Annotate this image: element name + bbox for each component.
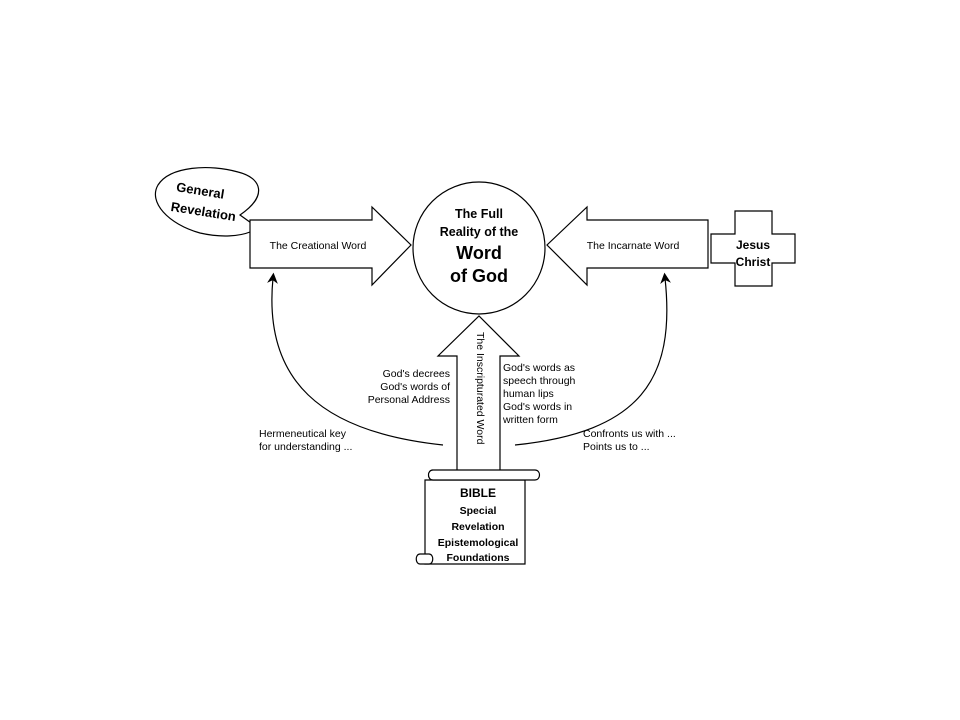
right-notes: God's words as speech through human lips… (502, 362, 576, 426)
jesus-christ-cross: Jesus Christ (710, 210, 796, 287)
right-note-1: God's words as (503, 362, 575, 374)
confronts-line2: Points us to ... (583, 441, 650, 453)
general-revelation-bubble: General Revelation (154, 167, 268, 237)
left-curved-arrow (267, 272, 444, 446)
center-line2: Reality of the (440, 225, 519, 239)
general-revelation-line1: General (175, 179, 225, 201)
incarnate-word-arrow: The Incarnate Word (546, 205, 709, 287)
hermeneutical-line1: Hermeneutical key (259, 428, 347, 440)
confronts-line1: Confronts us with ... (583, 428, 676, 440)
right-note-5: written form (502, 414, 558, 426)
right-note-2: speech through (503, 375, 576, 387)
right-note-4: God's words in (503, 401, 572, 413)
left-note-2: God's words of (380, 381, 450, 393)
hermeneutical-note: Hermeneutical key for understanding ... (259, 428, 352, 453)
center-line4: of God (450, 266, 508, 286)
jesus-label: Jesus (736, 238, 770, 252)
right-curved-arrow (514, 272, 671, 446)
left-note-1: God's decrees (383, 368, 450, 380)
hermeneutical-line2: for understanding ... (259, 441, 352, 453)
bible-line-1: Special (460, 505, 497, 517)
left-note-3: Personal Address (368, 394, 450, 406)
inscripturated-word-label: The Inscripturated Word (474, 332, 486, 445)
bible-line-2: Revelation (451, 521, 504, 533)
svg-text:General: General (175, 179, 225, 201)
inscripturated-word-arrow: The Inscripturated Word (436, 315, 521, 473)
creational-word-label: The Creational Word (270, 240, 367, 252)
right-note-3: human lips (503, 388, 554, 400)
bible-scroll: BIBLE Special Revelation Epistemological… (415, 469, 541, 565)
creational-word-arrow: The Creational Word (249, 205, 412, 287)
confronts-note: Confronts us with ... Points us to ... (583, 428, 676, 453)
bible-title: BIBLE (460, 486, 496, 500)
christ-label: Christ (736, 255, 771, 269)
center-line1: The Full (455, 207, 503, 221)
left-notes: God's decrees God's words of Personal Ad… (368, 368, 450, 406)
bible-line-3: Epistemological (438, 537, 519, 549)
bible-line-4: Foundations (447, 552, 510, 564)
word-of-god-circle: The Full Reality of the Word of God (412, 181, 546, 315)
center-line3: Word (456, 243, 502, 263)
incarnate-word-label: The Incarnate Word (587, 240, 680, 252)
